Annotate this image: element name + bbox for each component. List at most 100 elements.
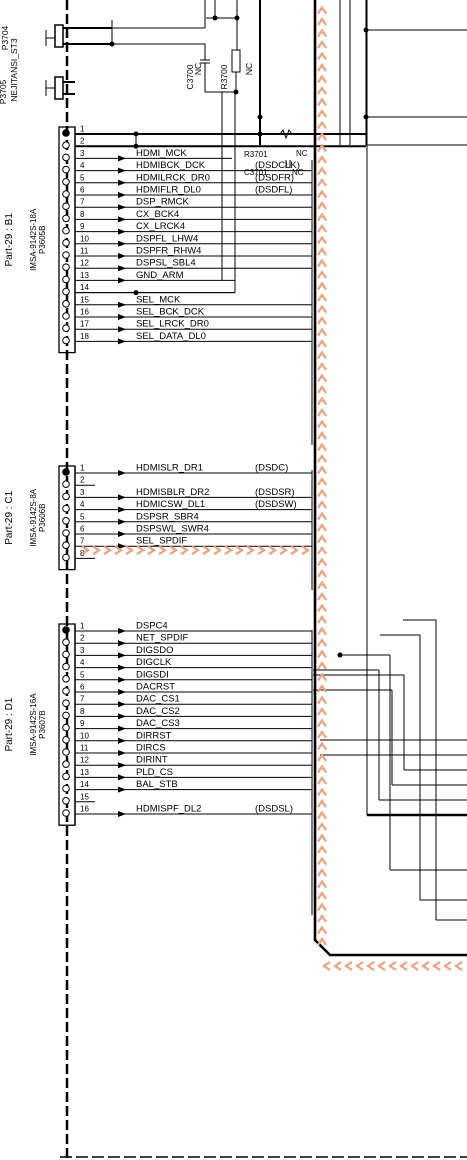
pin-circle	[62, 153, 70, 162]
pin-number: 6	[80, 525, 85, 534]
signal-chevron	[388, 961, 397, 971]
signal-chevron	[317, 224, 327, 233]
net-label: CX_LRCK4	[136, 221, 185, 232]
pin-circle	[62, 687, 70, 695]
part-number: IMSA-9142S-8A	[29, 488, 38, 546]
signal-chevron	[147, 545, 156, 556]
alias-label: (DSDFL)	[255, 185, 292, 196]
pin-circle	[62, 626, 70, 634]
label-nejitansi: NEJITANSI_ST3	[9, 38, 19, 102]
signal-chevron	[317, 925, 327, 935]
signal-chevron	[136, 545, 145, 556]
pin-number: 15	[80, 295, 89, 304]
signal-chevron	[317, 764, 327, 774]
pin-number: 3	[80, 646, 85, 655]
pin-number: 4	[80, 500, 85, 509]
signal-chevron	[317, 454, 327, 463]
signal-chevron	[317, 431, 327, 440]
signal-chevron	[317, 580, 327, 590]
signal-chevron	[317, 132, 327, 141]
net-label: DSPSWL_SWR4	[136, 524, 209, 535]
signal-chevron	[317, 787, 327, 797]
pin-circle	[62, 312, 70, 320]
label-c3700-value: NC	[193, 62, 203, 76]
pin-circle	[62, 662, 70, 671]
signal-chevron	[317, 17, 327, 26]
signal-chevron	[317, 695, 327, 705]
net-label: DSP_RMCK	[136, 197, 189, 208]
signal-chevron	[317, 557, 327, 567]
signal-chevron	[257, 545, 266, 556]
pin-6: 6 DSPSWL_SWR4	[62, 524, 312, 537]
alias-label: (DSDSW)	[255, 499, 297, 510]
pin-circle	[62, 141, 70, 149]
signal-chevron	[317, 166, 327, 176]
signal-chevron	[169, 545, 178, 556]
net-label: DSPC4	[136, 621, 168, 632]
pin-circle	[62, 129, 70, 137]
net-label: PLD_CS	[136, 767, 173, 778]
net-label: CX_BCK4	[136, 209, 179, 220]
signal-chevron	[81, 545, 90, 556]
pin-circle	[62, 468, 70, 476]
pin-number: 11	[80, 744, 89, 753]
pin-number: 16	[80, 308, 89, 317]
pin-number: 16	[80, 805, 89, 814]
signal-chevron	[317, 879, 327, 889]
net-label: SEL_LRCK_DR0	[136, 319, 209, 330]
part-number: IMSA-9142S-16A	[29, 693, 38, 756]
net-label: SEL_MCK	[136, 294, 181, 305]
signal-chevron	[317, 937, 327, 946]
signal-chevron	[317, 776, 327, 785]
net-label: NET_SPDIF	[136, 633, 188, 644]
sheet-reference: Part-29 : D1	[4, 697, 15, 751]
pin-number: 17	[80, 320, 89, 329]
signal-chevron	[317, 396, 327, 406]
sheet-reference: Part-29 : B1	[4, 213, 15, 267]
signal-chevron	[317, 465, 327, 475]
alias-label: (DSDC)	[255, 463, 288, 474]
signal-chevron	[432, 961, 441, 971]
pin-number: 5	[80, 173, 85, 182]
signal-chevron	[317, 615, 327, 624]
net-label: DSPSR_SBR4	[136, 511, 199, 522]
pin-circle	[62, 772, 70, 781]
pin-circle	[62, 214, 70, 223]
net-label: DIGCLK	[136, 657, 172, 668]
signal-chevron	[317, 28, 327, 38]
pin-number: 8	[80, 210, 85, 219]
net-label: HDMISBLR_DR2	[136, 487, 209, 498]
signal-chevron	[317, 189, 327, 199]
signal-chevron	[317, 649, 327, 659]
pin-circle	[62, 723, 70, 732]
signal-chevron	[317, 845, 327, 854]
signal-chevron	[317, 718, 327, 728]
signal-chevron	[317, 730, 327, 739]
pin-number: 8	[80, 707, 85, 716]
signal-chevron	[224, 545, 233, 556]
signal-chevron	[317, 833, 327, 843]
signal-chevron	[366, 961, 375, 971]
signal-chevron	[410, 961, 419, 971]
pin-circle	[62, 165, 70, 174]
signal-chevron	[317, 51, 327, 61]
signal-chevron	[92, 545, 101, 556]
signal-chevron	[317, 74, 327, 84]
pin-number: 10	[80, 731, 89, 740]
net-label: HDMISPF_DL2	[136, 804, 201, 815]
pin-number: 2	[80, 137, 85, 146]
signal-chevron	[317, 753, 327, 762]
pin-circle	[62, 748, 70, 756]
